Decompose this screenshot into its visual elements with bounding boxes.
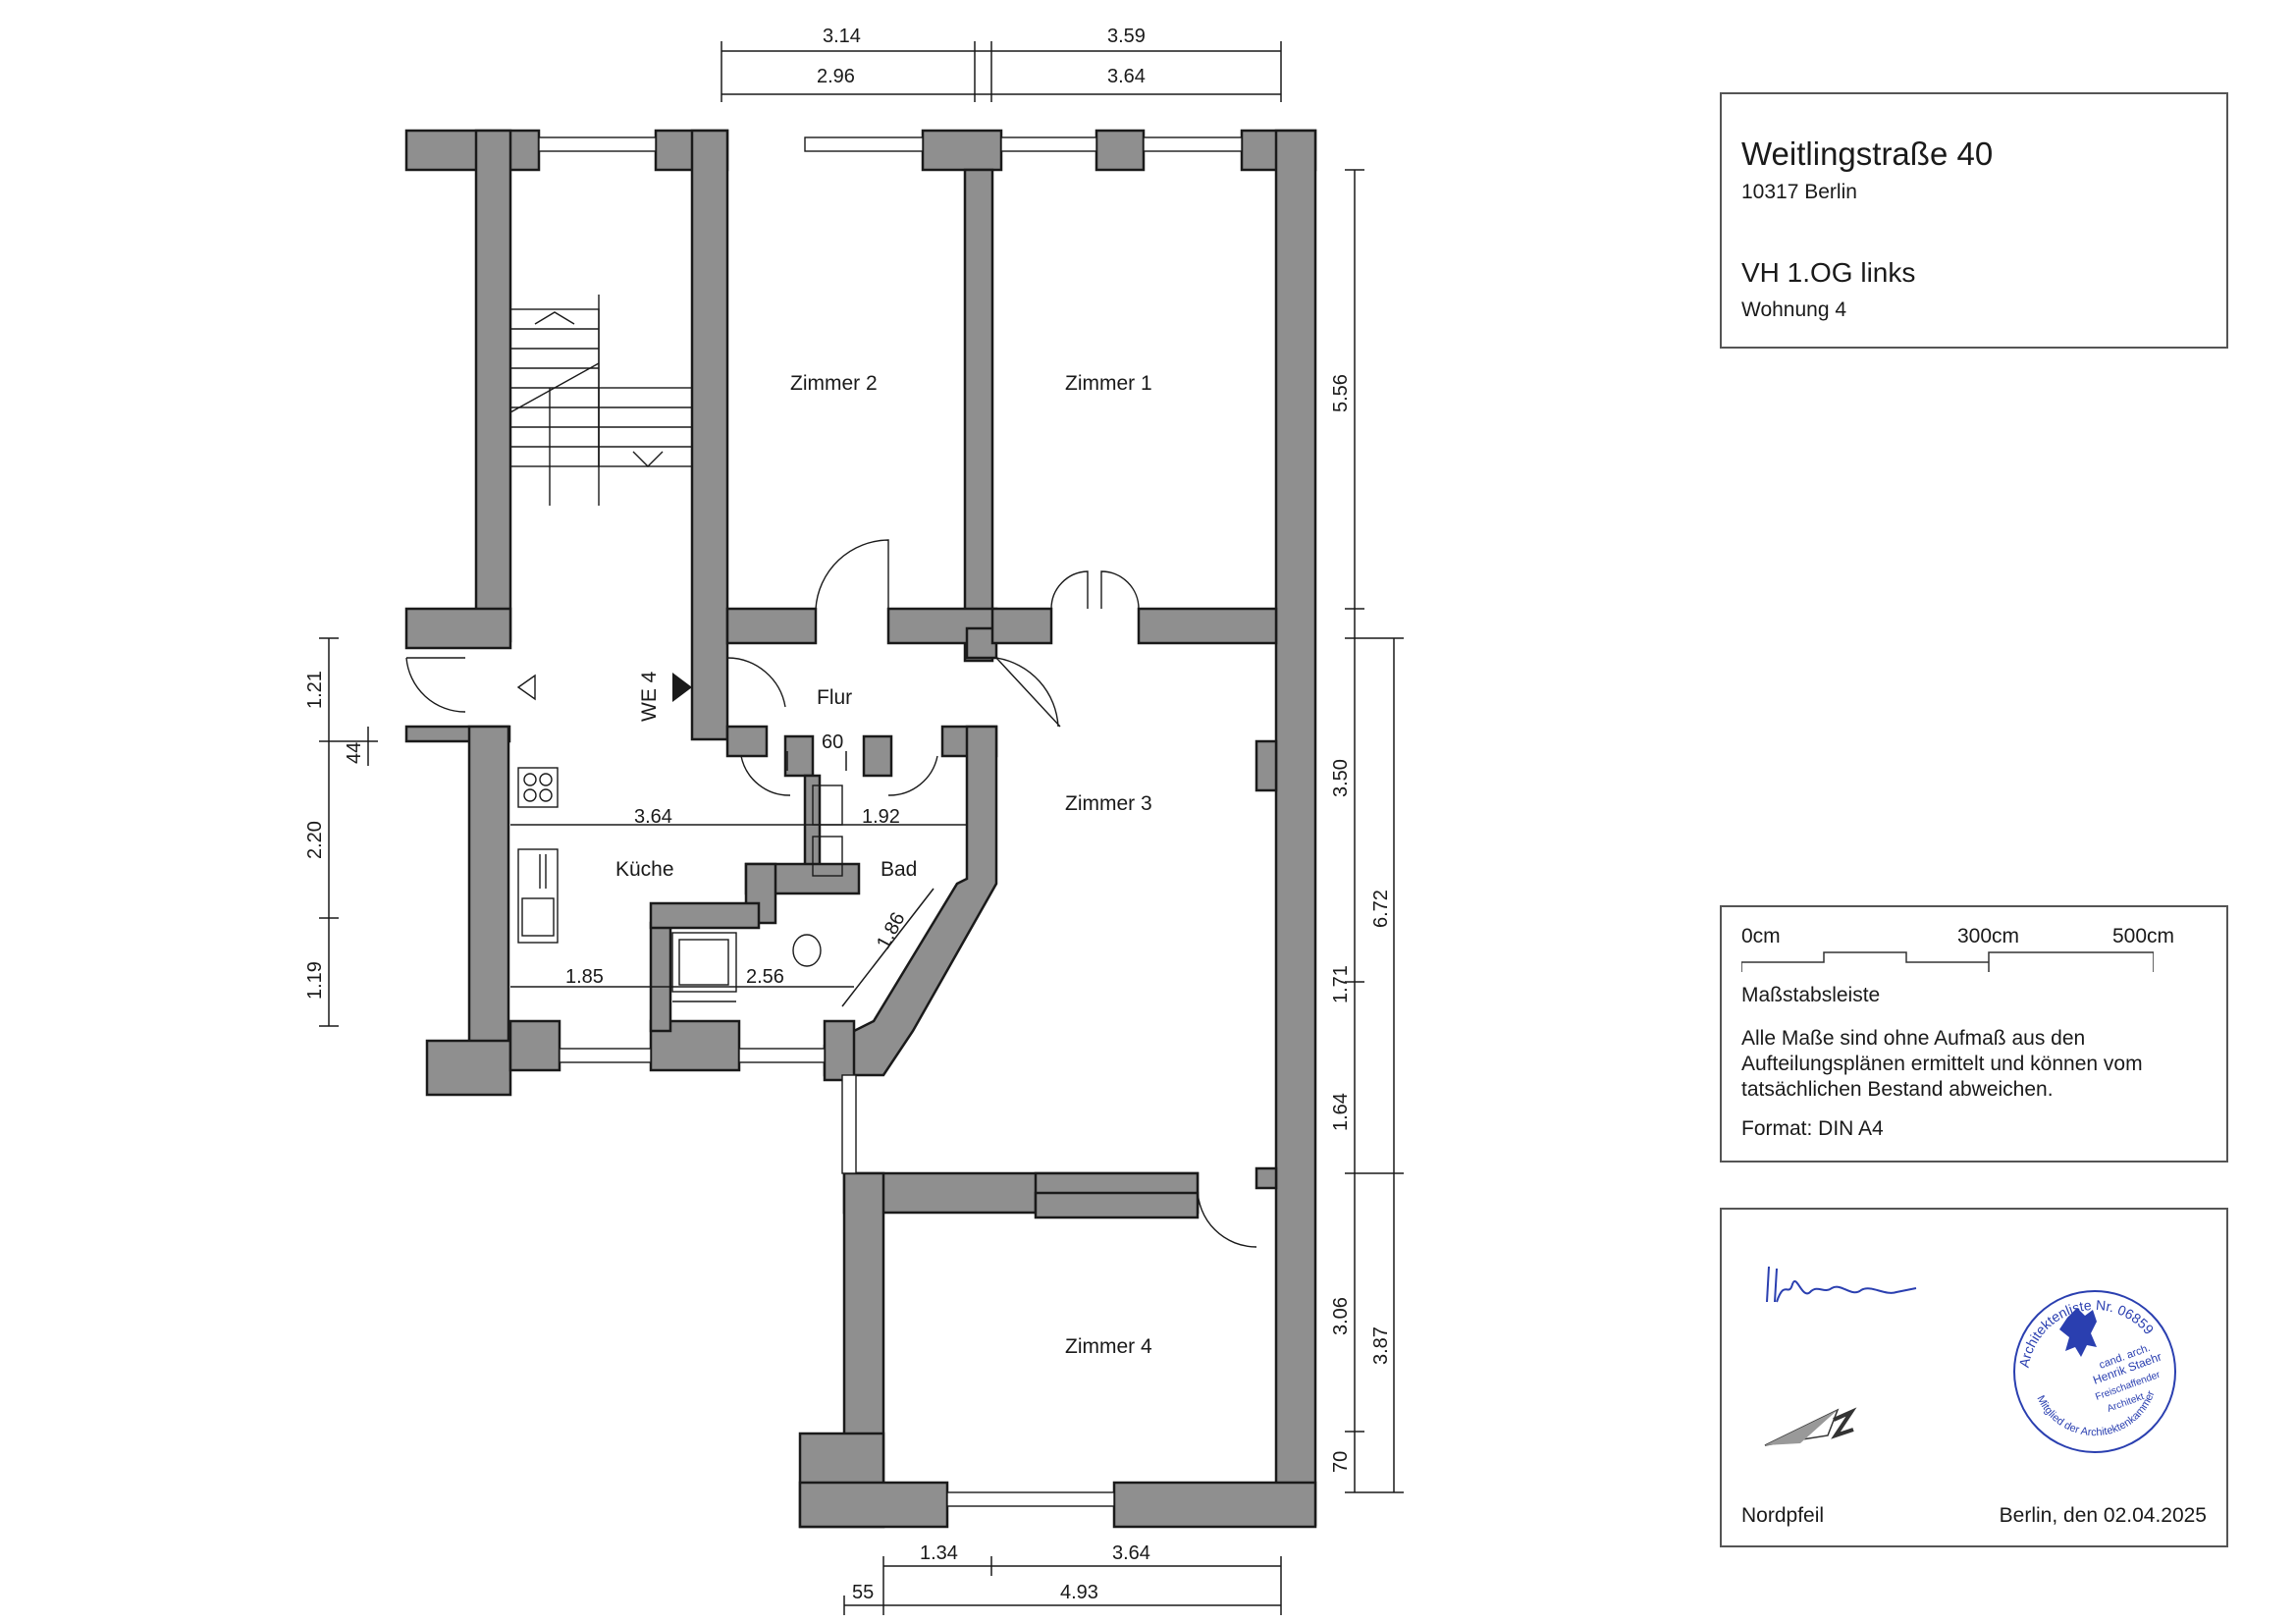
walls bbox=[404, 129, 1317, 1529]
dim-interior-bath-lower: 2.56 bbox=[746, 966, 784, 988]
room-label-bad: Bad bbox=[881, 858, 917, 881]
room-label-zimmer2: Zimmer 2 bbox=[790, 372, 878, 395]
dim-right-4: 1.64 bbox=[1330, 1093, 1352, 1131]
dim-right-3: 1.71 bbox=[1330, 965, 1352, 1003]
dim-left-3: 2.20 bbox=[304, 821, 326, 859]
toilet bbox=[792, 934, 822, 967]
scale-bar bbox=[1741, 951, 2154, 972]
dimension-lines bbox=[319, 41, 1404, 1615]
dim-interior-diagonal: 1.86 bbox=[873, 909, 910, 953]
dim-left-4: 1.19 bbox=[304, 961, 326, 1000]
room-label-zimmer4: Zimmer 4 bbox=[1065, 1335, 1152, 1358]
scale-tick-0: 0cm bbox=[1741, 925, 1781, 947]
dim-right-2: 3.50 bbox=[1330, 759, 1352, 797]
north-label: Nordpfeil bbox=[1741, 1504, 1825, 1527]
architect-stamp: Architektenliste Nr. 06859 Mitglied der … bbox=[2006, 1278, 2176, 1453]
signature-block: Architektenliste Nr. 06859 Mitglied der … bbox=[1720, 1208, 2228, 1547]
dim-bottom-3: 55 bbox=[852, 1582, 874, 1603]
place-date: Berlin, den 02.04.2025 bbox=[1999, 1504, 2207, 1527]
scale-block: 0cm 300cm 500cm Maßstabsleiste Alle Maße… bbox=[1720, 905, 2228, 1163]
dim-interior-bath-width: 1.92 bbox=[862, 806, 900, 828]
room-label-flur: Flur bbox=[817, 686, 852, 709]
dim-right-1: 5.56 bbox=[1330, 374, 1352, 412]
dim-top-3: 2.96 bbox=[817, 66, 855, 87]
washbasin bbox=[812, 784, 843, 826]
dim-bottom-1: 1.34 bbox=[920, 1542, 958, 1564]
room-label-kueche: Küche bbox=[615, 858, 674, 881]
dim-interior-60: 60 bbox=[822, 731, 843, 753]
disclaimer-note: Alle Maße sind ohne Aufmaß aus den Aufte… bbox=[1741, 1027, 2143, 1101]
shower bbox=[671, 932, 737, 993]
staircase bbox=[509, 295, 693, 506]
dimension-labels: 3.14 3.59 2.96 3.64 5.56 3.50 1.71 1.64 … bbox=[304, 26, 1392, 1603]
dim-top-2: 3.59 bbox=[1107, 26, 1146, 47]
unit-label: VH 1.OG links bbox=[1741, 257, 1916, 288]
doors bbox=[405, 539, 1257, 1248]
dim-bottom-2: 3.64 bbox=[1112, 1542, 1150, 1564]
dim-right-outer-2: 3.87 bbox=[1370, 1326, 1392, 1365]
fixtures bbox=[510, 767, 967, 1002]
entrance-label: WE 4 bbox=[638, 671, 661, 722]
dim-bottom-4: 4.93 bbox=[1060, 1582, 1098, 1603]
dim-right-outer-1: 6.72 bbox=[1370, 890, 1392, 928]
dim-right-5: 3.06 bbox=[1330, 1297, 1352, 1335]
sink bbox=[517, 848, 559, 944]
arrow-left-icon bbox=[516, 674, 536, 701]
city: 10317 Berlin bbox=[1741, 181, 1857, 203]
room-labels: Zimmer 2 Zimmer 1 Zimmer 3 Zimmer 4 Flur… bbox=[615, 372, 1152, 1358]
stove bbox=[517, 767, 559, 808]
scale-tick-300: 300cm bbox=[1957, 925, 2020, 947]
apartment-label: Wohnung 4 bbox=[1741, 298, 1847, 321]
dim-left-2: 44 bbox=[344, 742, 365, 764]
entrance-markers: WE 4 bbox=[516, 671, 692, 722]
dim-interior-kitchen-lower: 1.85 bbox=[565, 966, 604, 988]
dim-right-6: 70 bbox=[1330, 1451, 1352, 1473]
scale-caption: Maßstabsleiste bbox=[1741, 984, 1881, 1006]
arrow-right-icon bbox=[672, 673, 692, 702]
room-label-zimmer1: Zimmer 1 bbox=[1065, 372, 1152, 395]
dim-top-1: 3.14 bbox=[823, 26, 861, 47]
dim-left-1: 1.21 bbox=[304, 671, 326, 709]
signature bbox=[1766, 1266, 1917, 1303]
dim-top-4: 3.64 bbox=[1107, 66, 1146, 87]
format-label: Format: DIN A4 bbox=[1741, 1117, 1884, 1140]
room-label-zimmer3: Zimmer 3 bbox=[1065, 792, 1152, 815]
title-block: Weitlingstraße 40 10317 Berlin VH 1.OG l… bbox=[1720, 92, 2228, 349]
dim-interior-kitchen-width: 3.64 bbox=[634, 806, 672, 828]
address: Weitlingstraße 40 bbox=[1741, 135, 1994, 172]
scale-tick-500: 500cm bbox=[2112, 925, 2175, 947]
north-arrow-icon bbox=[1764, 1407, 1857, 1446]
windows bbox=[538, 136, 1243, 1507]
